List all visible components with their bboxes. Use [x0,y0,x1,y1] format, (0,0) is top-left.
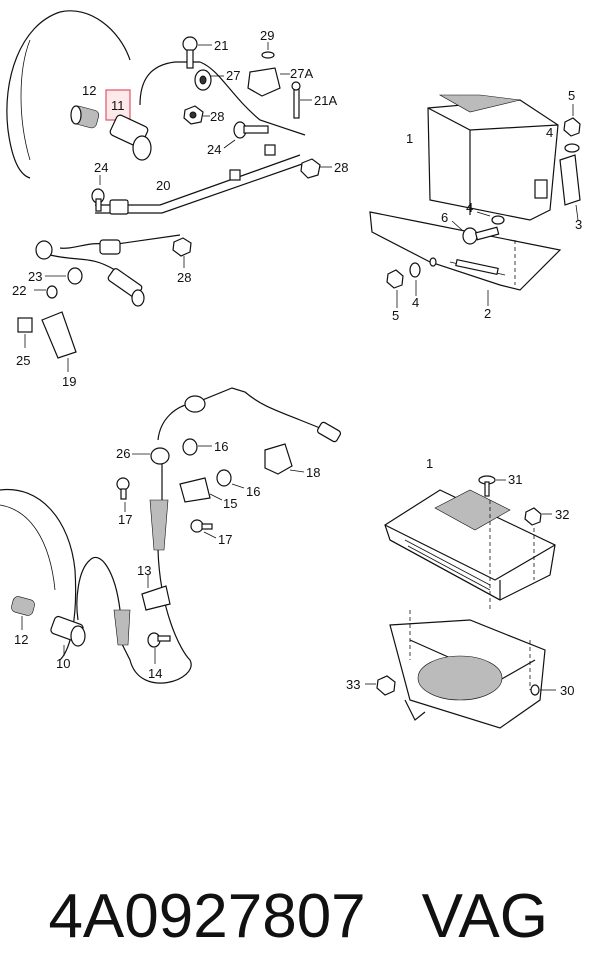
callout-10: 10 [56,656,70,671]
washer-4-mid [491,215,505,225]
callout-labels: 1 2 3 4 4 4 5 5 6 11 12 20 21 21A 22 23 … [12,28,582,698]
grommet-23 [67,267,83,285]
washer-4-upper [564,143,580,153]
callout-12: 12 [14,632,28,647]
callout-19: 19 [62,374,76,389]
callout-5: 5 [392,308,399,323]
callout-18: 18 [306,465,320,480]
nut-28-right [300,158,321,179]
callout-26: 26 [116,446,130,461]
callout-31: 31 [508,472,522,487]
bolt-17-upper [116,477,130,491]
nut-5-upper [563,117,581,137]
rear-cable-plug [316,421,342,443]
rear-wheel-outline [0,488,77,661]
callout-17: 17 [218,532,232,547]
callout-5: 5 [568,88,575,103]
callout-21a: 21A [314,93,337,108]
callout-1: 1 [406,131,413,146]
washer-29 [261,51,275,59]
bracket-3 [559,154,581,206]
callout-28: 28 [177,270,191,285]
nut-5-lower [386,269,404,289]
callout-33: 33 [346,677,360,692]
callout-11: 11 [111,98,125,113]
grommet-26 [150,447,170,465]
callout-27: 27 [226,68,240,83]
cable-cone-sleeve [149,499,169,551]
clip-27a [247,67,281,97]
bracket-2 [369,211,562,291]
bolt-21a [293,87,300,119]
callout-30: 30 [560,683,574,698]
callout-6: 6 [441,210,448,225]
callout-1-lower: 1 [426,456,433,471]
callout-25: 25 [16,353,30,368]
clip-25 [17,317,33,333]
clip-18 [264,443,293,475]
callout-28: 28 [334,160,348,175]
bracket-19 [41,311,77,359]
control-unit-assembly-top [369,94,581,308]
callout-24: 24 [94,160,108,175]
bolt-17-lower [190,519,204,533]
bolt-21 [182,36,198,52]
rear-sensor-assembly [0,387,342,684]
callout-15: 15 [223,496,237,511]
clip-16-upper [182,438,198,456]
callout-14: 14 [148,666,162,681]
callout-27a: 27A [290,66,313,81]
callout-22: 22 [12,283,26,298]
brand-name: VAG [421,882,549,951]
callout-21: 21 [214,38,228,53]
callout-4: 4 [466,200,473,215]
part-11-highlight [105,89,131,121]
front-sensor-assembly [6,10,332,372]
exploded-parts-diagram: 1 2 3 4 4 4 5 5 6 11 12 20 21 21A 22 23 … [0,10,582,729]
callout-16: 16 [214,439,228,454]
nut-32 [524,507,542,526]
callout-2: 2 [484,306,491,321]
callout-28: 28 [210,109,224,124]
washer-22 [46,285,58,299]
callout-29: 29 [260,28,274,43]
callout-32: 32 [555,507,569,522]
callout-13: 13 [137,563,151,578]
callout-20: 20 [156,178,170,193]
bracket-13 [141,585,171,611]
callout-3: 3 [575,217,582,232]
sensor-sleeve-12-rear [11,596,35,616]
callout-23: 23 [28,269,42,284]
rear-cone-sleeve [113,609,131,646]
sensor-cable-20 [139,61,200,106]
nut-28-lower [172,237,192,257]
clip-16-lower [216,469,232,487]
part-number: 4A0927807 [48,882,366,951]
bracket-15 [179,477,211,503]
bolt-6 [462,227,478,245]
callout-4: 4 [412,295,419,310]
callout-12: 12 [82,83,96,98]
front-wheel-outline [6,11,61,179]
callout-24: 24 [207,142,221,157]
callout-17: 17 [118,512,132,527]
callout-16: 16 [246,484,260,499]
rear-sensor-cable [157,387,321,441]
control-unit-assembly-bottom [365,475,556,729]
product-caption: 4A0927807 VAG [14,782,594,951]
callout-4: 4 [546,125,553,140]
washer-4-lower [409,262,421,278]
nut-33 [376,675,396,696]
